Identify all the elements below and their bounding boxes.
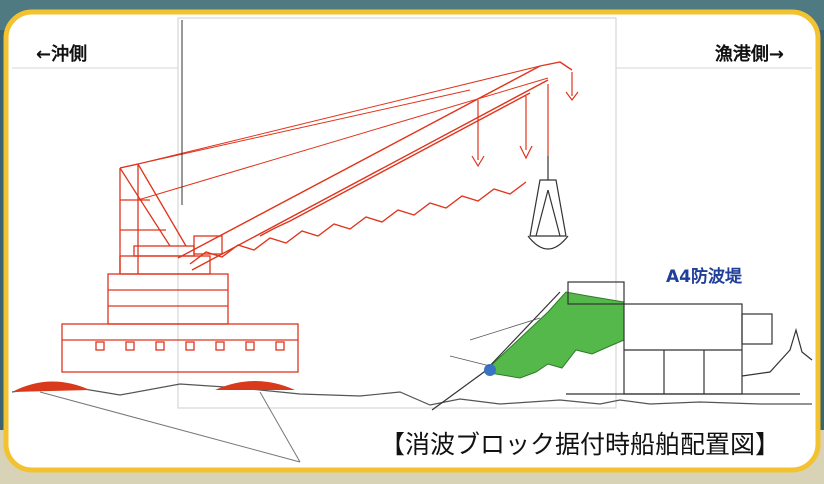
seabed-line [11,383,812,406]
hook-lines [471,72,579,168]
placement-marker [484,364,496,376]
seabed-mound-right [215,381,295,390]
diagram-caption: 【消波ブロック据付時船舶配置図】 [380,430,781,459]
breakwater-label: A4防波堤 [666,267,742,287]
crane-boom [119,61,573,271]
diagram-panel [3,9,821,473]
offshore-side-label: ←沖側 [36,44,88,65]
breakwater-structure [431,281,813,411]
armor-block-slope [482,291,625,379]
harbor-side-label: 漁港側→ [714,44,784,65]
grab-bucket-icon [527,156,569,250]
seabed-mound-left [12,381,90,392]
